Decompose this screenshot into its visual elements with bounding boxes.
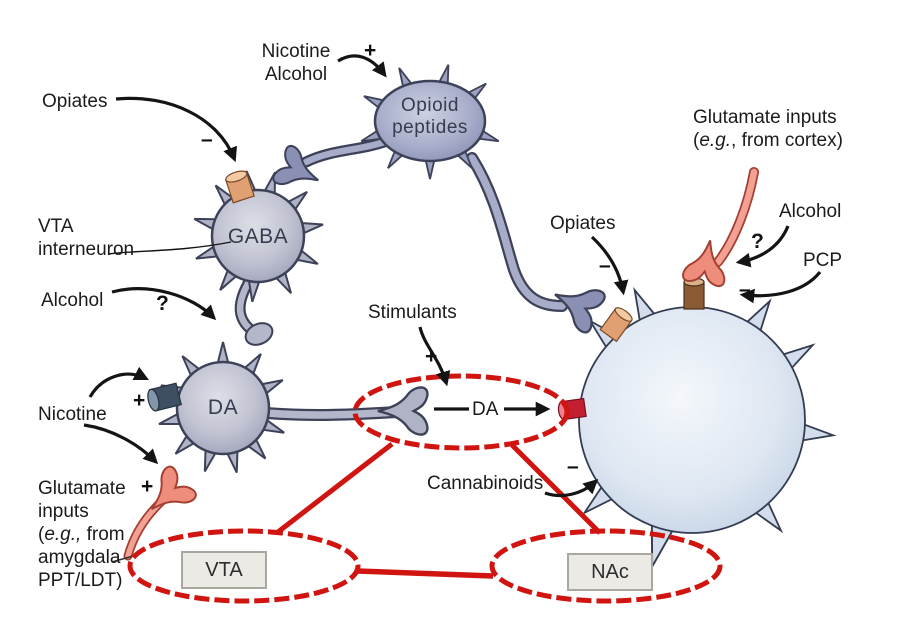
question-sign: ? (156, 292, 169, 315)
glutamate-left-label: Glutamate inputs (e.g., from amygdala PP… (38, 478, 126, 591)
minus-sign: – (599, 254, 611, 277)
alcohol-right-label: Alcohol (779, 201, 842, 222)
vta-interneuron-label: VTA interneuron (38, 216, 135, 260)
da-neuron-label: DA (207, 396, 239, 419)
opiates-left-label: Opiates (42, 91, 108, 112)
nac-region-ellipse (489, 528, 723, 604)
gaba-neuron-label: GABA (227, 225, 289, 248)
opioid-neuron-label: Opioid peptides (392, 95, 468, 138)
nicotine-alcohol-arrow (337, 54, 387, 78)
glutamate-axon-cortex (681, 167, 759, 288)
glutamate-right-label: Glutamate inputs (e.g., from cortex) (693, 107, 843, 151)
gaba-process (234, 274, 274, 346)
da-axon (260, 386, 429, 436)
connector-synapse-vta (276, 442, 394, 534)
minus-sign: – (567, 455, 579, 478)
da-release-label: DA (472, 399, 499, 420)
opioid-axon-to-nac (466, 152, 608, 336)
connector-synapse-nac (510, 443, 602, 535)
alcohol-left-label: Alcohol (41, 290, 104, 311)
da-terminal-icon (376, 386, 429, 436)
cannabinoids-label: Cannabinoids (427, 473, 544, 494)
nicotine-alcohol-label: Nicotine Alcohol (256, 40, 336, 86)
opioid-neuron (358, 62, 502, 180)
cannabinoids-arrow (544, 479, 599, 498)
nicotine-up-arrow (88, 366, 149, 398)
opioid-axon-to-gaba (270, 132, 402, 200)
connector-vta-nac (356, 568, 494, 579)
question-sign: ? (751, 230, 764, 253)
da-cell-body (175, 360, 271, 456)
alcohol-top-line: Alcohol (264, 64, 328, 85)
gaba-cell-body (210, 188, 306, 284)
nicotine-down-arrow (83, 423, 159, 465)
vta-region-box: VTA (181, 551, 267, 589)
nac-region-box: NAc (567, 553, 653, 591)
arrows (83, 54, 822, 498)
opioid-cell-body (373, 79, 487, 163)
stimulants-label: Stimulants (368, 302, 457, 323)
gaba-terminal-icon (244, 322, 274, 346)
minus-sign: – (201, 128, 213, 151)
alcohol-right-arrow (735, 225, 790, 268)
nac-cell-body (578, 306, 806, 534)
plus-sign: + (364, 39, 377, 62)
plus-sign: + (133, 389, 146, 412)
da-neuron (156, 341, 288, 476)
nicotine-left-label: Nicotine (38, 404, 107, 425)
plus-sign: + (425, 345, 438, 368)
amygdala-pointer-line (111, 555, 134, 563)
opiates-right-arrow (590, 235, 629, 296)
nmda-receptor-icon (683, 277, 705, 310)
nicotinic-receptor-icon (147, 382, 183, 412)
alcohol-left-arrow (111, 287, 217, 321)
opiates-left-arrow (115, 96, 237, 163)
vta-interneuron-pointer (107, 241, 232, 255)
minus-sign: – (739, 278, 751, 301)
opioid-receptor-gaba-icon (225, 170, 255, 204)
stimulants-arrow (418, 326, 451, 387)
nicotine-top-line: Nicotine (261, 41, 331, 62)
synapse-highlight-ellipse (352, 373, 570, 451)
glutamate-axon-amygdala (111, 463, 200, 563)
pcp-arrow (739, 270, 822, 304)
vta-region-ellipse (127, 528, 361, 604)
opiates-right-label: Opiates (550, 213, 616, 234)
opioid-receptor-nac-icon (599, 307, 633, 343)
pcp-label: PCP (803, 250, 843, 271)
plus-sign: + (141, 475, 154, 498)
red-overlay (127, 373, 723, 604)
gaba-neuron (191, 168, 326, 304)
